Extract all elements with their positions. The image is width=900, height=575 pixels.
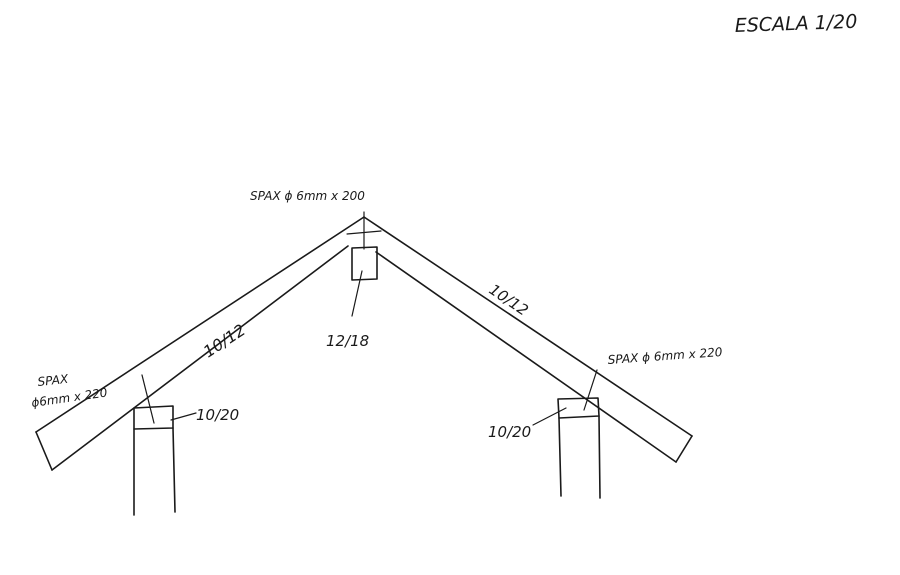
ridge-screw-label: SPAX ϕ 6mm x 200 [250, 189, 365, 203]
left-screw-label-line2: ϕ6mm x 220 [30, 385, 108, 410]
right-screw-label: SPAX ϕ 6mm x 220 [607, 345, 723, 367]
ridge-screw [346, 211, 382, 250]
left-rafter-label: 10/12 [200, 320, 249, 361]
scale-label: ESCALA 1/20 [734, 11, 857, 37]
right-post [532, 369, 601, 499]
right-rafter [363, 216, 693, 463]
ridge-beam-label: 12/18 [326, 332, 369, 350]
left-plate-label: 10/20 [196, 406, 239, 424]
left-rafter [35, 216, 365, 471]
right-plate-label: 10/20 [488, 423, 531, 441]
ridge-beam [351, 246, 378, 317]
left-post [133, 374, 197, 516]
left-screw-label-line1: SPAX [37, 372, 70, 389]
